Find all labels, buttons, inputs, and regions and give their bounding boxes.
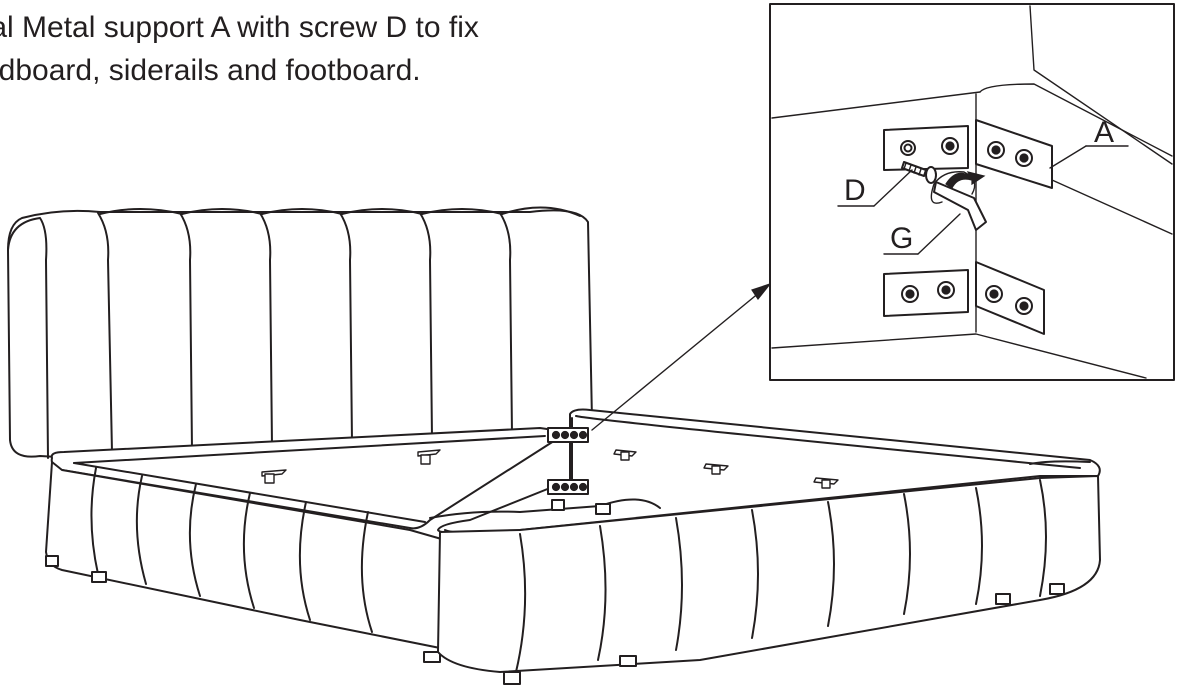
bed-illustration (7, 206, 1101, 685)
foot-front-1 (503, 671, 521, 685)
siderail-right-and-footboard (429, 408, 1101, 685)
label-d: D (837, 169, 913, 207)
screw-d (901, 161, 937, 184)
instruction-line-1: tal Metal support A with screw D to fix (0, 11, 479, 44)
detail-box-frame (769, 3, 1175, 381)
foot-left-2 (91, 571, 107, 583)
siderail-left (45, 427, 569, 663)
foot-center-2 (595, 503, 611, 515)
label-a-text: A (1094, 116, 1114, 149)
callout-arrow (591, 282, 772, 431)
instruction-line-2: adboard, siderails and footboard. (0, 54, 421, 87)
instruction-text: tal Metal support A with screw D to fix … (0, 6, 479, 92)
label-a: A (1049, 116, 1129, 169)
bracket-lower (883, 261, 1045, 335)
label-g: G (883, 213, 961, 255)
headboard (7, 206, 601, 463)
slat-brackets (261, 449, 839, 489)
siderail-left-panels (90, 467, 373, 633)
metal-support-lower (547, 479, 589, 495)
foot-front-3 (995, 593, 1011, 605)
foot-left-1 (45, 555, 59, 567)
foot-front-4 (1049, 583, 1065, 595)
bracket-upper (883, 119, 1053, 189)
label-g-text: G (890, 222, 913, 255)
headboard-end-left (7, 217, 49, 459)
hex-wrench-g (930, 171, 987, 231)
foot-left-3 (423, 651, 441, 663)
metal-support-upper (547, 427, 589, 443)
detail-box: A D G (769, 3, 1175, 381)
foot-front-2 (619, 655, 637, 667)
headboard-channels (97, 206, 581, 453)
foot-center-1 (551, 499, 565, 511)
footboard-panels (515, 479, 1047, 673)
label-d-text: D (844, 174, 866, 207)
